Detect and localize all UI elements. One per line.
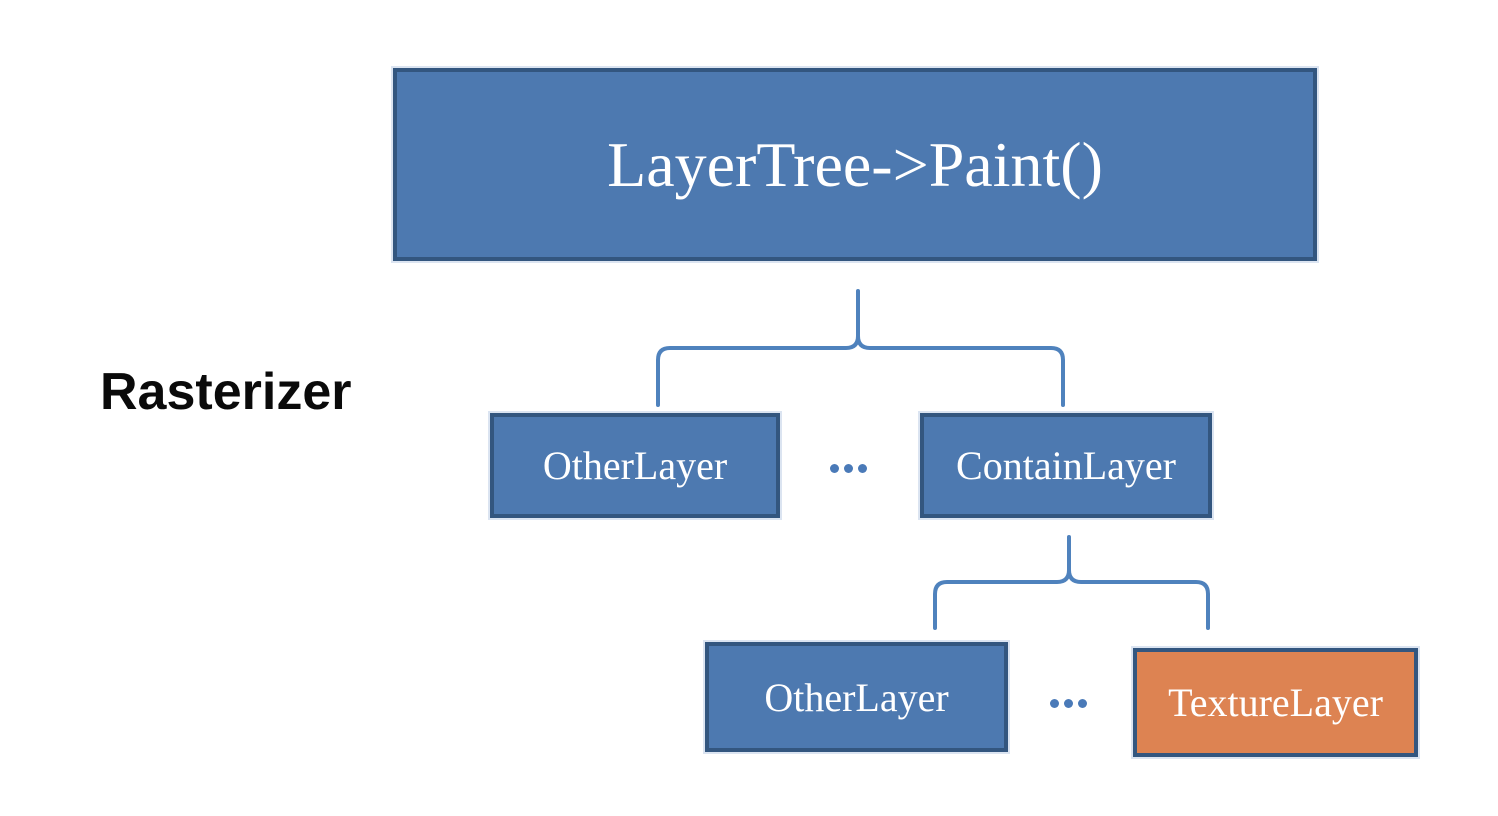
node-containlayer: ContainLayer — [920, 413, 1212, 518]
node-otherlayer-level2-label: OtherLayer — [764, 674, 949, 720]
node-layertree-paint: LayerTree->Paint() — [393, 68, 1317, 261]
ellipsis-dots-level2 — [1040, 693, 1096, 713]
dot-icon — [857, 463, 867, 473]
node-texturelayer: TextureLayer — [1133, 648, 1418, 757]
brace-connector-top-path — [656, 289, 1065, 407]
dot-icon — [1063, 698, 1073, 708]
node-otherlayer-level1: OtherLayer — [490, 413, 780, 518]
ellipsis-dots-level1 — [820, 458, 876, 478]
node-containlayer-label: ContainLayer — [956, 443, 1176, 488]
dot-icon — [1077, 698, 1087, 708]
dot-icon — [843, 463, 853, 473]
rasterizer-label: Rasterizer — [100, 363, 352, 421]
brace-connector-bottom — [933, 535, 1210, 630]
node-otherlayer-level1-label: OtherLayer — [542, 443, 728, 488]
node-otherlayer-level2: OtherLayer — [705, 642, 1008, 752]
brace-connector-bottom-path — [933, 535, 1210, 630]
node-texturelayer-label: TextureLayer — [1168, 680, 1383, 725]
node-layertree-paint-label: LayerTree->Paint() — [607, 128, 1103, 200]
brace-connector-top — [656, 289, 1065, 407]
dot-icon — [1049, 698, 1059, 708]
dot-icon — [829, 463, 839, 473]
